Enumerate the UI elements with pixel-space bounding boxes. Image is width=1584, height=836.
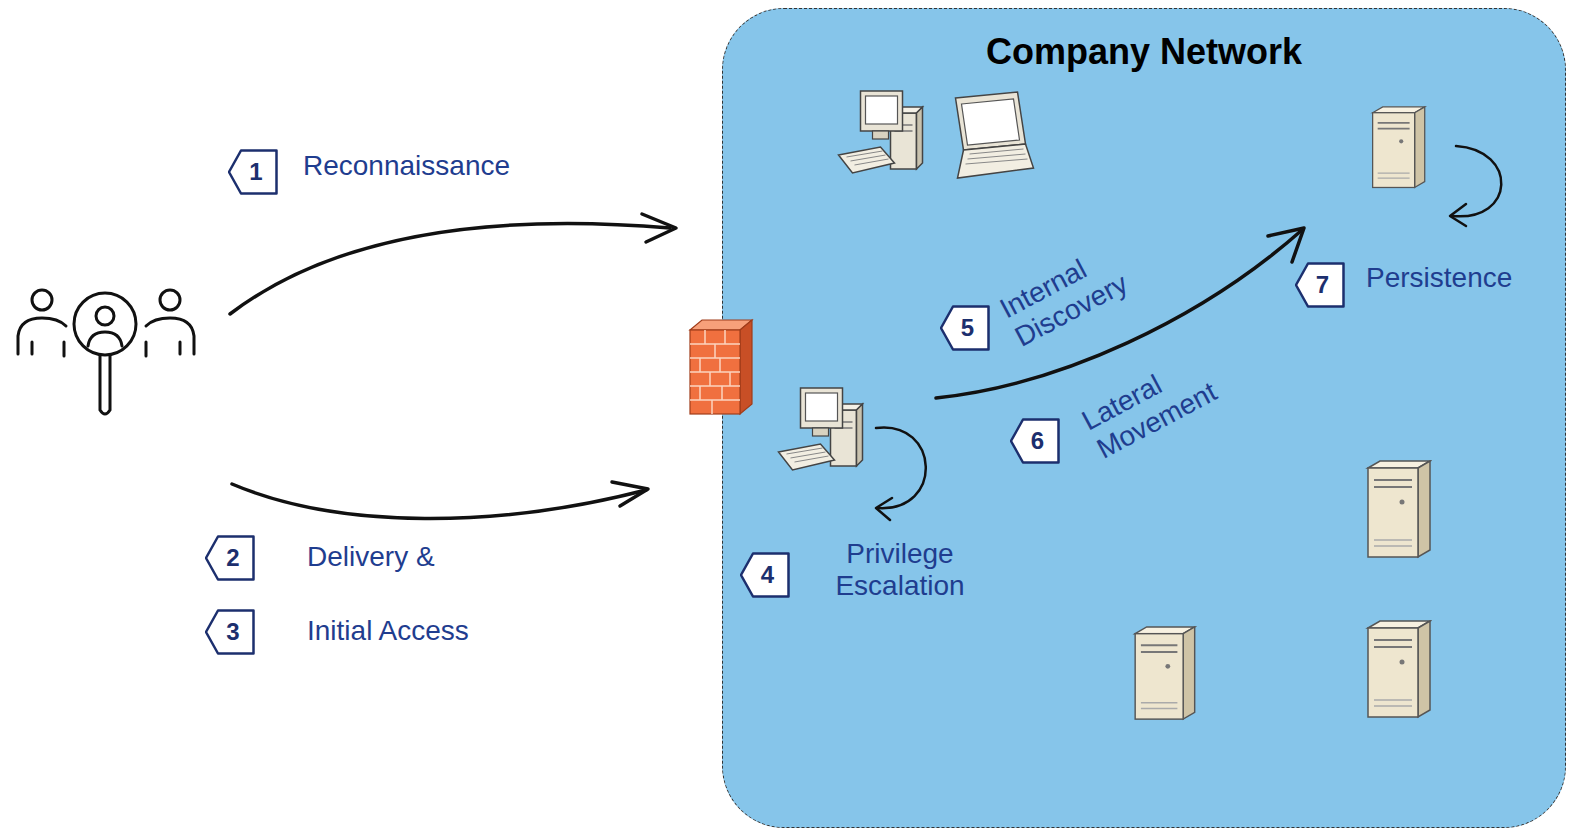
server-icon (1368, 621, 1430, 717)
arrow-head (642, 214, 676, 242)
step-label: Internal Discovery (995, 226, 1158, 353)
server-icon (1373, 107, 1425, 188)
step-label: Reconnaissance (303, 150, 623, 182)
loop-arrow (876, 428, 926, 509)
step-label: Privilege Escalation (805, 538, 995, 602)
movement-arrow (936, 230, 1302, 398)
callout-badge: 3 (205, 609, 255, 655)
callout-number: 1 (228, 149, 278, 195)
laptop-icon (956, 92, 1034, 178)
step-label: Initial Access (307, 615, 567, 647)
callout-badge: 4 (740, 552, 790, 598)
callout-number: 6 (1010, 418, 1060, 464)
region-heading: Company Network (723, 31, 1565, 73)
step-label: Persistence (1366, 262, 1576, 294)
callout-badge: 7 (1295, 262, 1345, 308)
callout-number: 4 (740, 552, 790, 598)
callout-badge: 6 (1010, 418, 1060, 464)
attack-arrow (230, 223, 670, 314)
step-label: Delivery & (307, 541, 547, 573)
server-icon (1135, 627, 1195, 719)
desktop-icon (779, 388, 863, 470)
network-region: Company Network 4 5 6 7 (722, 8, 1566, 828)
callout-badge: 5 (940, 305, 990, 351)
desktop-icon (839, 91, 923, 173)
callout-number: 5 (940, 305, 990, 351)
arrow-head (876, 498, 892, 520)
step-label: Lateral Movement (1077, 338, 1240, 465)
attacker-icon (18, 290, 194, 414)
arrow-head (1268, 228, 1304, 262)
callout-badge: 1 (228, 149, 278, 195)
callout-number: 2 (205, 535, 255, 581)
server-icon (1368, 461, 1430, 557)
firewall-icon (690, 320, 752, 414)
arrow-head (612, 482, 648, 506)
attack-arrow (232, 484, 646, 519)
callout-badge: 2 (205, 535, 255, 581)
arrow-head (1450, 204, 1466, 226)
loop-arrow (1452, 146, 1501, 216)
callout-number: 7 (1295, 262, 1345, 308)
callout-number: 3 (205, 609, 255, 655)
